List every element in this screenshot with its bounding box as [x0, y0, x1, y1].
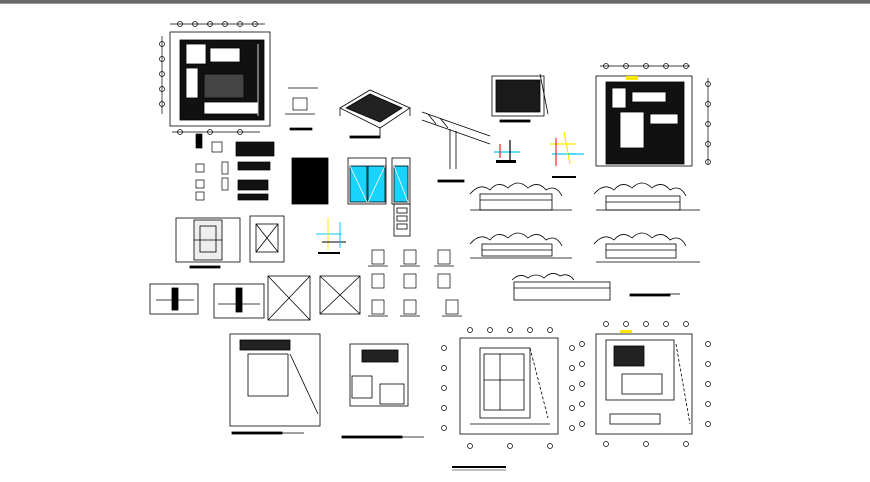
column-detail-colored: [316, 218, 346, 254]
isometric-roof-detail: [339, 89, 411, 139]
elevation-rear: [593, 182, 700, 211]
floor-plan-bottom-1: [229, 333, 321, 435]
cad-drawing-sheet: [0, 4, 870, 482]
roof-plan-block: [491, 73, 549, 123]
grid-markers-bottom-3: [441, 327, 575, 449]
grid-markers-top-right: [600, 63, 711, 165]
grid-markers-bottom-4: [579, 321, 711, 447]
floor-plan-top-right: [595, 75, 693, 167]
floor-plan-bottom-4: [595, 330, 693, 435]
foundation-detail-left: [175, 215, 285, 269]
elevation-side-left: [469, 232, 572, 259]
footing-details-grid: [368, 249, 462, 317]
floor-plan-top-left: [169, 31, 271, 127]
section-cut: [511, 273, 680, 301]
footing-section-details: [149, 275, 361, 321]
door-elevations: [291, 157, 411, 237]
elevation-front: [469, 182, 572, 211]
roof-truss-section: [421, 111, 491, 183]
top-window-edge: [0, 0, 870, 4]
beam-detail-colored: [494, 131, 584, 178]
sheet-title-bar: [452, 466, 506, 471]
window-legend-details: [195, 133, 275, 201]
floor-plan-bottom-3: [459, 337, 559, 435]
elevation-side-right: [593, 232, 700, 263]
footing-detail-small: [285, 87, 318, 131]
floor-plan-bottom-2: [341, 343, 424, 439]
grid-markers-top-left: [159, 21, 265, 135]
